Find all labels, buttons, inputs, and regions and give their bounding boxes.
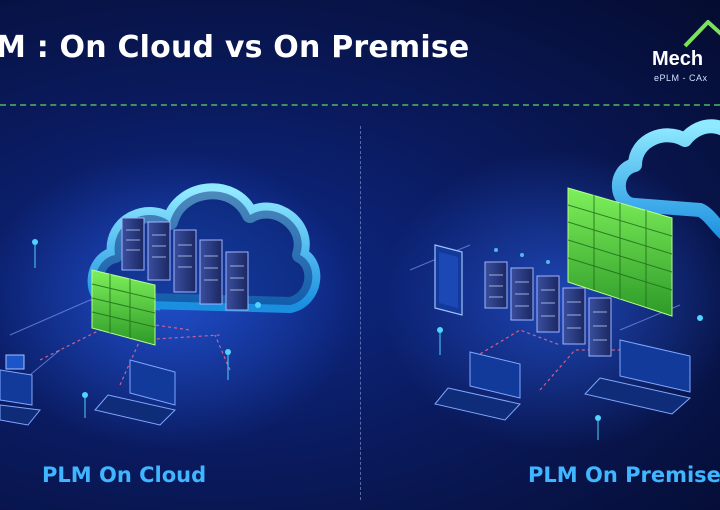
tablet-icon: [434, 244, 463, 316]
server-rack-icon: [121, 217, 249, 311]
panel-divider: [360, 126, 361, 500]
laptop-icon: [434, 339, 692, 421]
logo-tagline: ePLM - CAx: [654, 73, 708, 83]
server-rack-icon: [484, 248, 612, 357]
caption-on-premise: PLM On Premise: [528, 463, 720, 487]
cloud-icon: [611, 119, 720, 239]
logo-house-icon: [683, 20, 720, 48]
caption-on-cloud: PLM On Cloud: [42, 463, 207, 487]
firewall-icon: [567, 187, 673, 317]
header-divider: [0, 104, 720, 106]
laptop-icon: [0, 354, 176, 426]
logo-wordmark: Mech: [652, 48, 704, 70]
firewall-icon: [91, 269, 156, 346]
page-title: M : On Cloud vs On Premise: [0, 30, 470, 65]
brand-logo: Mech ePLM - CAx: [640, 18, 720, 88]
